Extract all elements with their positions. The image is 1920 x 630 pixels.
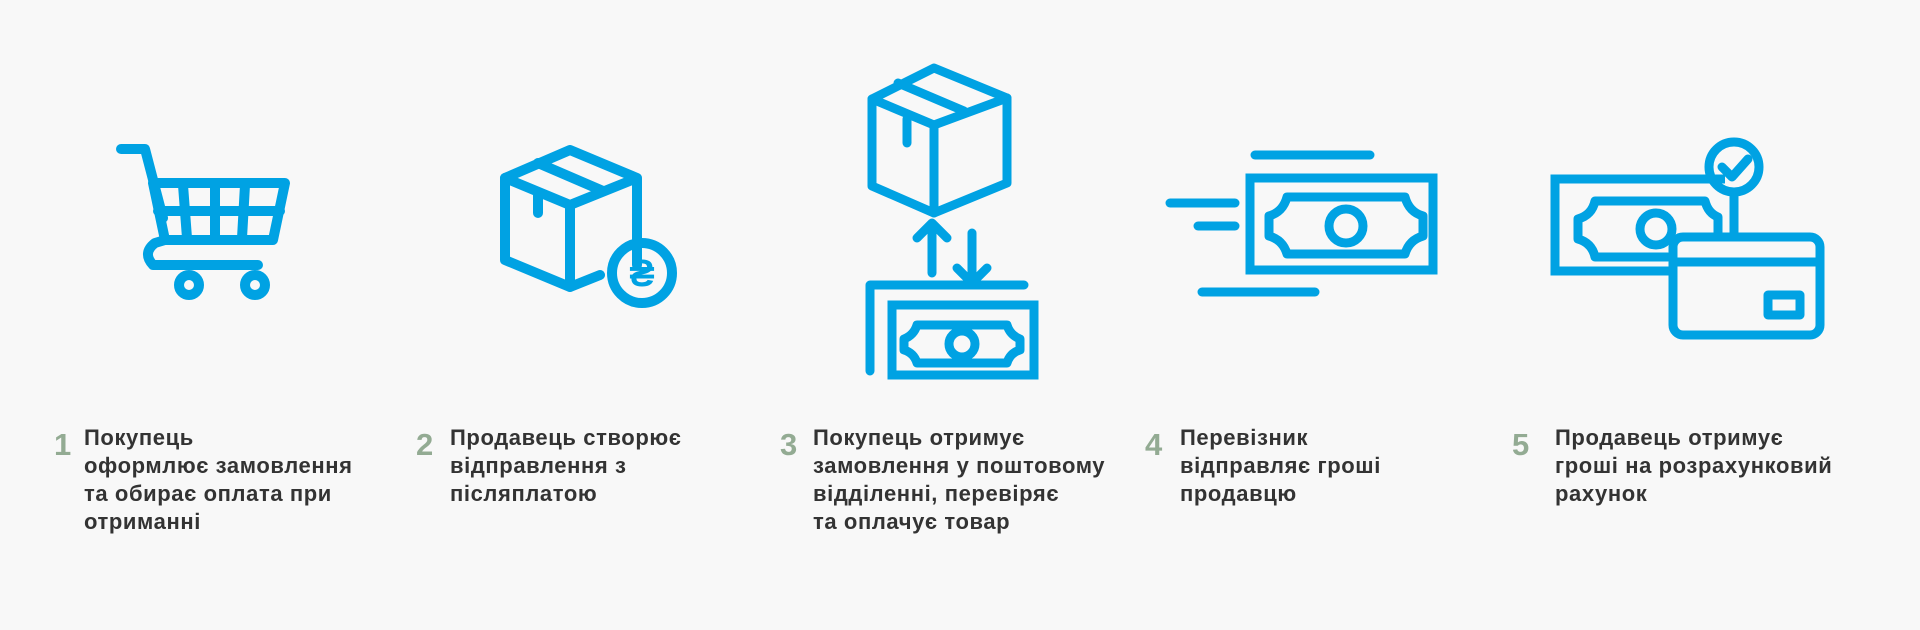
shopping-cart-icon <box>115 143 295 303</box>
box-money-exchange-icon <box>862 63 1047 383</box>
money-transfer-icon <box>1165 150 1445 300</box>
step-description: Покупець отримує замовлення у поштовому … <box>813 425 1106 534</box>
step-number: 1 <box>54 427 72 462</box>
box-hryvnia-icon: ₴ <box>500 145 685 315</box>
svg-text:₴: ₴ <box>629 253 654 295</box>
step-description: Продавець отримує гроші на розрахунковий… <box>1555 425 1833 506</box>
step-description: Покупець оформлює замовлення та обирає о… <box>84 425 353 534</box>
step-description: Продавець створює відправлення з післяпл… <box>450 425 682 506</box>
money-card-check-icon <box>1550 137 1830 347</box>
step-description: Перевізник відправляє гроші продавцю <box>1180 425 1381 506</box>
step-number: 3 <box>780 427 798 462</box>
step-number: 4 <box>1145 427 1163 462</box>
step-number: 2 <box>416 427 434 462</box>
step-number: 5 <box>1512 427 1530 462</box>
